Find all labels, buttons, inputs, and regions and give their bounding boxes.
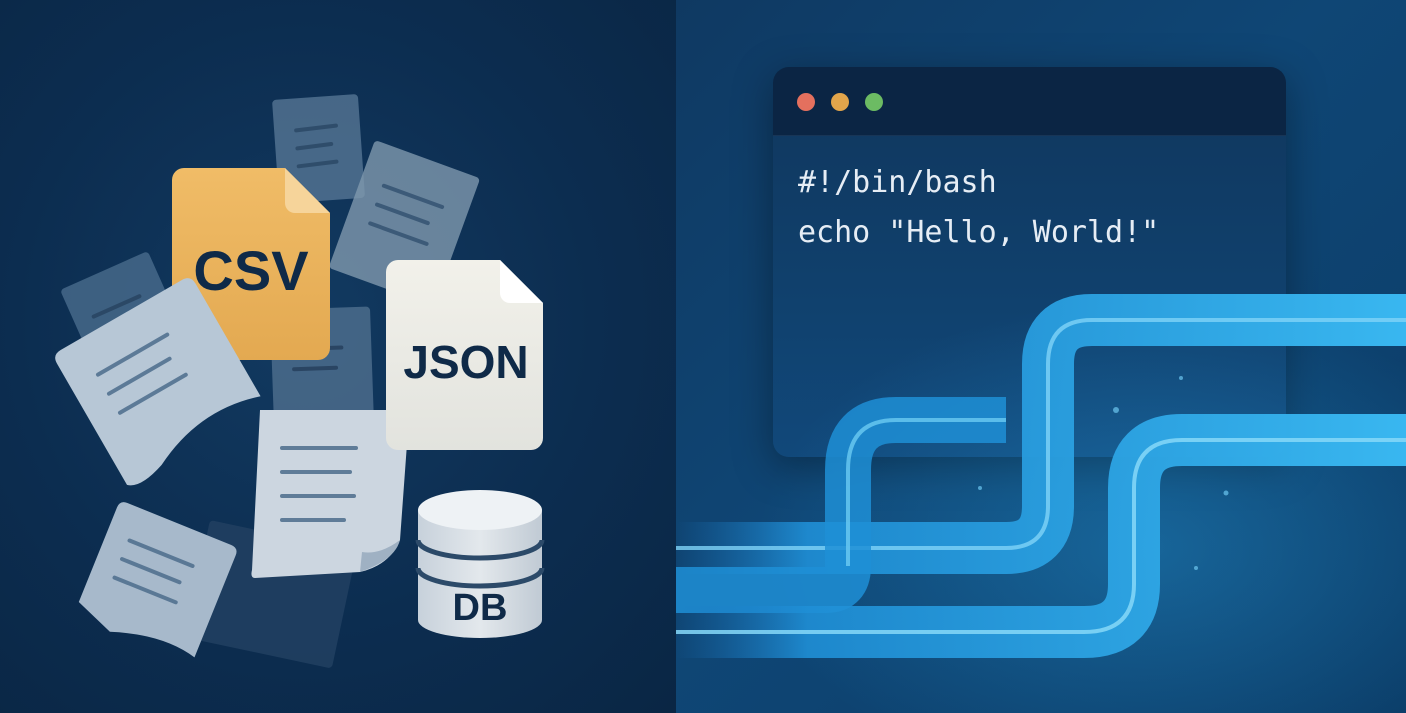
pipe-lower <box>676 414 1406 658</box>
minimize-dot-icon <box>831 93 849 111</box>
paper-sheet-lower-left <box>78 502 237 658</box>
code-line: echo "Hello, World!" <box>798 215 1160 250</box>
data-files-illustration: CSV JSON <box>0 0 676 713</box>
maximize-dot-icon <box>865 93 883 111</box>
csv-label: CSV <box>193 239 308 302</box>
json-label: JSON <box>403 336 528 388</box>
terminal-code: #!/bin/bash echo "Hello, World!" <box>773 136 1286 258</box>
close-dot-icon <box>797 93 815 111</box>
pipeline-illustration: #!/bin/bash echo "Hello, World!" <box>676 0 1406 713</box>
db-label: DB <box>453 587 508 629</box>
paper-sheet-front <box>251 410 409 578</box>
pipe-upper <box>676 294 1406 574</box>
paper-sheet-top <box>272 94 365 204</box>
particle-dots <box>978 376 1229 570</box>
pipe-loop <box>676 397 1006 613</box>
file-pile: CSV JSON <box>55 94 545 668</box>
code-line: #!/bin/bash <box>798 165 997 200</box>
json-file-icon: JSON <box>386 260 543 450</box>
data-pipes <box>676 294 1406 713</box>
database-icon: DB <box>415 490 545 638</box>
paper-sheet-curled-left <box>55 278 261 486</box>
terminal-title-bar <box>773 67 1286 136</box>
